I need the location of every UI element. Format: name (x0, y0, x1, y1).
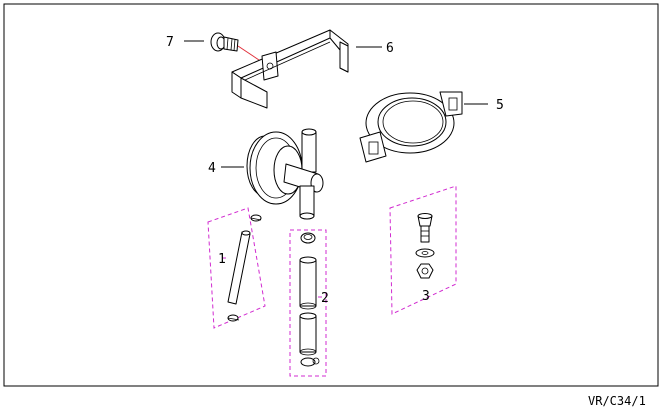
part-3-bolt[interactable] (417, 213, 433, 243)
callout-5: 5 (496, 98, 504, 113)
part-3-washer[interactable] (415, 248, 435, 258)
reference-code: VR/C34/1 (588, 394, 646, 408)
part-7-screw[interactable] (210, 32, 239, 52)
group-3-outline (389, 185, 457, 315)
part-1-hose-clip-top[interactable] (250, 214, 262, 222)
part-6-bracket[interactable] (231, 29, 349, 109)
part-2-filter[interactable] (299, 256, 317, 310)
callout-3: 3 (422, 289, 430, 304)
part-3-nut[interactable] (416, 263, 434, 279)
callout-4: 4 (208, 161, 216, 176)
group-2-outline (289, 229, 327, 377)
part-2-hose-clip-bottom[interactable] (300, 357, 320, 367)
part-2-hose[interactable] (299, 312, 317, 356)
part-1-hose-clip-bottom[interactable] (227, 314, 240, 322)
callout-2: 2 (321, 291, 329, 306)
part-4-fuel-tap[interactable] (246, 128, 324, 220)
part-1-hose[interactable] (227, 230, 251, 305)
diagram-frame (3, 3, 659, 387)
part-5-clamp-ring[interactable] (359, 91, 463, 163)
group-1-outline (207, 207, 266, 329)
callout-7: 7 (166, 35, 174, 50)
callout-1: 1 (218, 252, 226, 267)
part-2-hose-clip-top[interactable] (300, 232, 316, 244)
callout-6: 6 (386, 41, 394, 56)
